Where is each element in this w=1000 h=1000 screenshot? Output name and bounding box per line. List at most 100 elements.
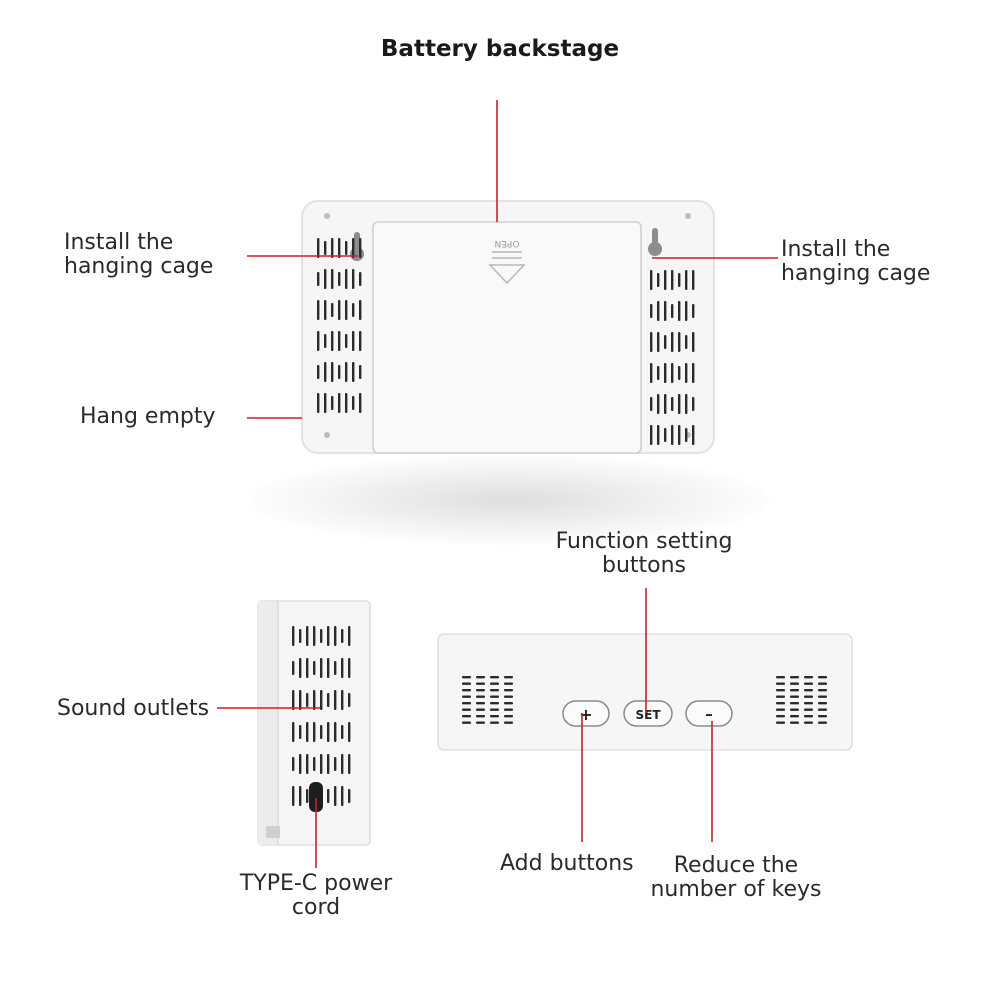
vent-slot <box>650 397 653 411</box>
vent-slot <box>331 362 334 382</box>
label-function-buttons: Function setting buttons <box>555 529 733 578</box>
vent-slot <box>776 676 785 679</box>
vent-slot <box>359 365 362 379</box>
left-vent-grid <box>317 238 362 413</box>
vent-slot <box>776 708 785 711</box>
vent-slot <box>490 715 499 718</box>
vent-slot <box>804 708 813 711</box>
label-reduce-keys: Reduce the number of keys <box>650 853 822 902</box>
vent-slot <box>299 754 302 774</box>
vent-slot <box>348 658 351 678</box>
vent-slot <box>650 332 653 352</box>
add-button[interactable]: + <box>562 700 610 727</box>
vent-slot <box>352 396 355 410</box>
vent-slot <box>327 789 330 803</box>
vent-slot <box>313 690 316 710</box>
vent-slot <box>320 725 323 739</box>
label-add-buttons: Add buttons <box>500 851 634 876</box>
vent-slot <box>331 303 334 317</box>
vent-slot <box>334 626 337 646</box>
vent-slot <box>324 269 327 289</box>
vent-slot <box>299 786 302 806</box>
vent-slot <box>818 715 827 718</box>
vent-slot <box>476 689 485 692</box>
vent-slot <box>476 695 485 698</box>
vent-slot <box>299 629 302 643</box>
typec-port[interactable] <box>309 782 323 812</box>
vent-slot <box>345 269 348 289</box>
vent-slot <box>685 428 688 442</box>
top-view-device: + SET – <box>437 633 853 751</box>
vent-slot <box>331 269 334 289</box>
vent-slot <box>790 695 799 698</box>
battery-cover[interactable] <box>372 221 642 454</box>
minus-button[interactable]: – <box>685 700 733 727</box>
vent-slot <box>334 757 337 771</box>
label-left-cage: Install the hanging cage <box>64 230 214 279</box>
vent-slot <box>685 363 688 383</box>
vent-slot <box>348 789 351 803</box>
vent-slot <box>504 682 513 685</box>
vent-slot <box>678 366 681 380</box>
vent-slot <box>345 241 348 255</box>
vent-slot <box>504 715 513 718</box>
vent-slot <box>320 690 323 710</box>
vent-slot <box>776 721 785 724</box>
vent-slot <box>462 708 471 711</box>
vent-slot <box>292 757 295 771</box>
vent-slot <box>348 754 351 774</box>
side-view-device <box>257 600 371 846</box>
vent-slot <box>476 715 485 718</box>
vent-slot <box>313 661 316 675</box>
vent-slot <box>476 721 485 724</box>
vent-slot <box>671 397 674 411</box>
vent-slot <box>818 721 827 724</box>
vent-slot <box>462 682 471 685</box>
vent-slot <box>804 715 813 718</box>
vent-slot <box>306 693 309 707</box>
label-hang-empty: Hang empty <box>80 404 216 429</box>
vent-slot <box>790 676 799 679</box>
vent-slot <box>476 708 485 711</box>
vent-slot <box>671 425 674 445</box>
vent-slot <box>776 682 785 685</box>
open-marking: OPEN <box>495 238 520 248</box>
vent-slot <box>334 690 337 710</box>
vent-slot <box>776 715 785 718</box>
vent-slot <box>324 393 327 413</box>
vent-slot <box>692 304 695 318</box>
vent-slot <box>818 708 827 711</box>
vent-slot <box>685 270 688 290</box>
vent-slot <box>476 676 485 679</box>
vent-slot <box>317 331 320 351</box>
vent-slot <box>345 393 348 413</box>
vent-slot <box>313 757 316 771</box>
vent-slot <box>671 304 674 318</box>
vent-slot <box>476 702 485 705</box>
vent-slot <box>664 363 667 383</box>
vent-slot <box>804 676 813 679</box>
vent-slot <box>327 693 330 707</box>
vent-slot <box>664 428 667 442</box>
vent-slot <box>818 676 827 679</box>
vent-slot <box>685 394 688 414</box>
vent-slot <box>804 695 813 698</box>
vent-slot <box>504 695 513 698</box>
vent-slot <box>462 695 471 698</box>
right-vent-grid <box>650 270 695 445</box>
vent-slot <box>359 331 362 351</box>
set-button[interactable]: SET <box>623 700 673 727</box>
vent-slot <box>804 702 813 705</box>
vent-slot <box>692 363 695 383</box>
vent-slot <box>338 272 341 286</box>
vent-slot <box>790 689 799 692</box>
vent-slot <box>462 721 471 724</box>
vent-slot <box>804 682 813 685</box>
vent-slot <box>299 658 302 678</box>
minus-button-label: – <box>705 705 713 723</box>
vent-slot <box>504 708 513 711</box>
vent-slot <box>692 332 695 352</box>
back-view-device: OPEN <box>301 200 715 454</box>
vent-slot <box>292 786 295 806</box>
